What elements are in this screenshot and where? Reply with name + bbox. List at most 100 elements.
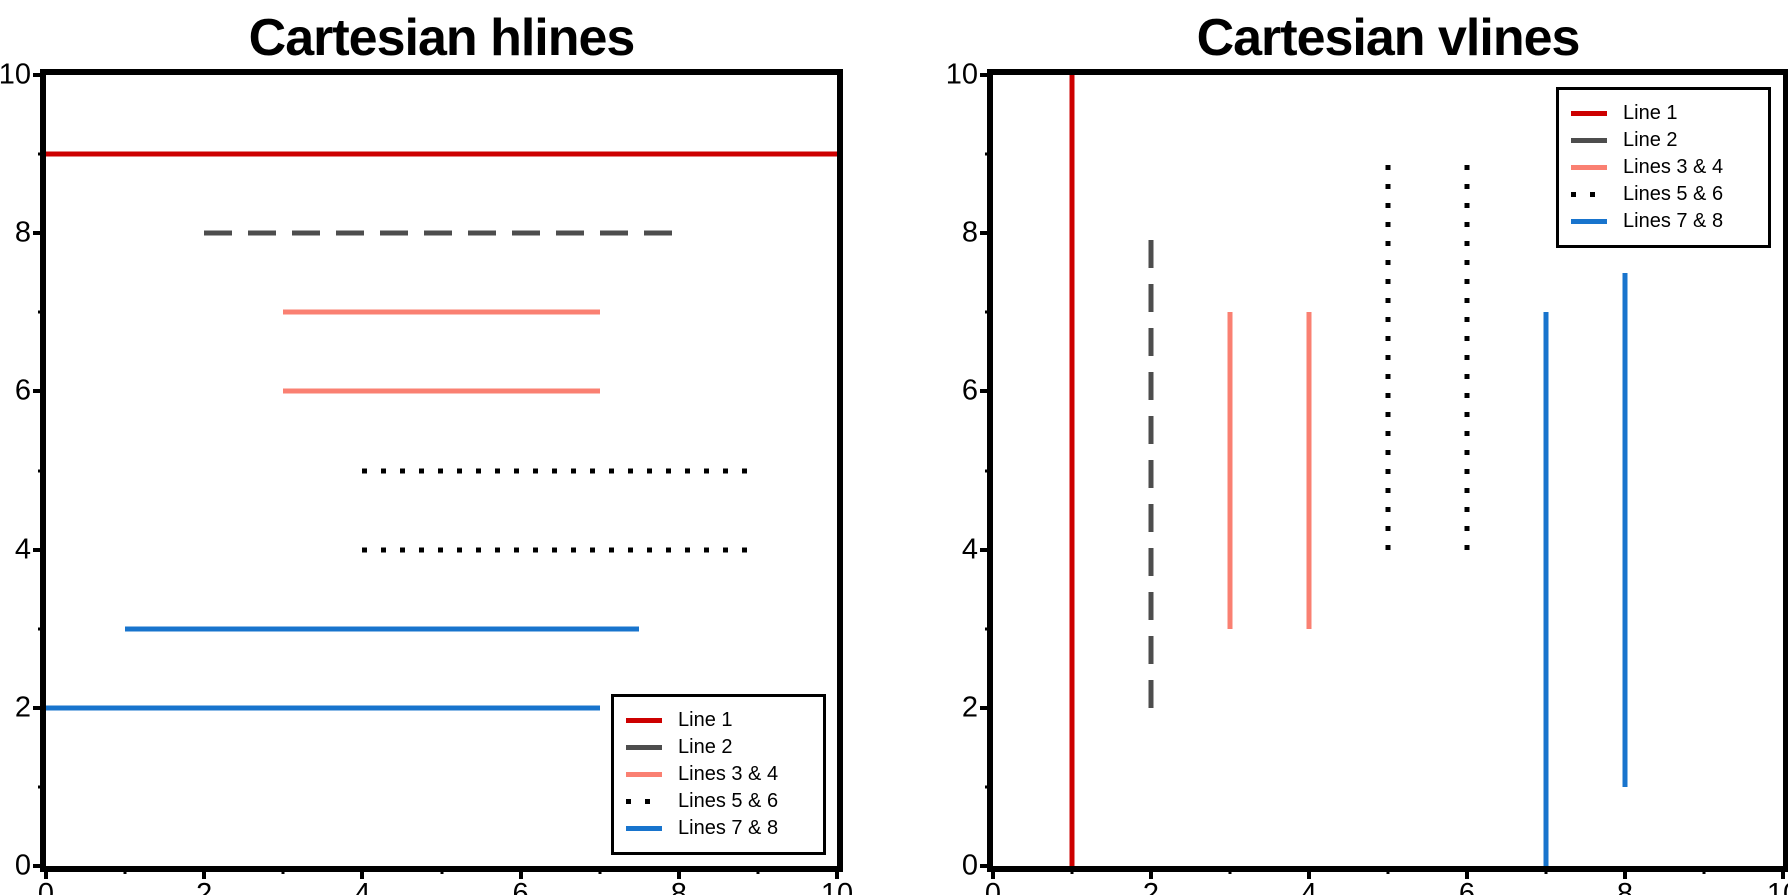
x-axis-minor-tick — [281, 866, 285, 874]
legend-row: Line 1 — [1571, 100, 1768, 127]
x-axis-major-tick — [202, 866, 207, 879]
hline-segment — [283, 388, 600, 394]
line-key-icon — [626, 718, 662, 723]
vline-segment — [1464, 154, 1470, 550]
vline-segment — [1385, 154, 1391, 550]
hline-segment — [125, 626, 640, 632]
y-axis-tick-label: 10 — [945, 58, 978, 91]
y-axis-major-tick — [33, 73, 46, 77]
line-key-icon — [626, 772, 662, 777]
x-axis-major-tick — [991, 866, 995, 879]
x-axis-tick-label: 10 — [820, 878, 854, 895]
vline-segment — [1543, 312, 1549, 866]
legend-label: Line 1 — [1623, 102, 1678, 124]
y-axis-minor-tick — [38, 310, 46, 314]
legend-label: Lines 7 & 8 — [678, 817, 779, 839]
line-key-icon — [1571, 111, 1607, 116]
y-axis-major-tick — [33, 231, 46, 236]
hline-segment — [283, 309, 600, 315]
line-key-icon — [626, 826, 662, 831]
y-axis-minor-tick — [985, 785, 993, 789]
x-axis-minor-tick — [1386, 866, 1390, 874]
x-axis-major-tick — [1149, 866, 1153, 879]
hlines-plot-title: Cartesian hlines — [248, 9, 636, 67]
x-axis-major-tick — [1623, 866, 1627, 879]
y-axis-minor-tick — [38, 152, 46, 156]
y-axis-tick-label: 0 — [14, 849, 31, 882]
line-key-icon — [626, 745, 662, 750]
y-axis-tick-label: 8 — [14, 216, 31, 249]
legend-label: Line 2 — [678, 736, 733, 758]
hline-segment — [46, 705, 600, 711]
legend-row: Line 2 — [1571, 127, 1768, 154]
x-axis-tick-label: 2 — [1142, 878, 1160, 895]
x-axis-major-tick — [676, 866, 681, 879]
y-axis-tick-label: 0 — [961, 849, 978, 882]
y-axis-tick-label: 2 — [14, 691, 31, 724]
line-key-icon — [1571, 165, 1607, 170]
x-axis-minor-tick — [1702, 866, 1706, 874]
y-axis-major-tick — [33, 389, 46, 394]
legend-label: Line 2 — [1623, 129, 1678, 151]
legend-row: Lines 7 & 8 — [1571, 208, 1768, 235]
x-axis-minor-tick — [1070, 866, 1074, 874]
y-axis-tick-label: 10 — [0, 58, 31, 91]
y-axis-major-tick — [980, 73, 993, 77]
dotted-line-key-icon — [1571, 192, 1607, 197]
y-axis-minor-tick — [985, 627, 993, 631]
y-axis-major-tick — [980, 389, 993, 394]
y-axis-minor-tick — [985, 152, 993, 156]
legend-label: Lines 7 & 8 — [1623, 210, 1724, 232]
x-axis-tick-label: 4 — [1300, 878, 1318, 895]
vline-segment — [1227, 312, 1233, 629]
x-axis-minor-tick — [756, 866, 760, 874]
legend-row: Lines 5 & 6 — [626, 788, 823, 815]
hline-segment — [46, 151, 837, 157]
legend-row: Lines 7 & 8 — [626, 815, 823, 842]
x-axis-major-tick — [44, 866, 48, 879]
x-axis-tick-label: 6 — [512, 878, 529, 895]
x-axis-minor-tick — [598, 866, 602, 874]
legend-label: Lines 5 & 6 — [678, 790, 779, 812]
legend-label: Lines 5 & 6 — [1623, 183, 1724, 205]
line-key-icon — [1571, 219, 1607, 224]
x-axis-tick-label: 0 — [984, 878, 1002, 895]
x-axis-tick-label: 0 — [37, 878, 55, 895]
x-axis-tick-label: 10 — [1766, 878, 1788, 895]
x-axis-major-tick — [360, 866, 365, 879]
vline-segment — [1069, 75, 1075, 866]
x-axis-major-tick — [835, 866, 839, 879]
y-axis-tick-label: 8 — [961, 216, 978, 249]
legend-label: Line 1 — [678, 709, 733, 731]
hline-segment — [362, 468, 758, 473]
legend-row: Line 1 — [626, 707, 823, 734]
vline-segment — [1622, 272, 1628, 787]
x-axis-tick-label: 8 — [1616, 878, 1634, 895]
x-axis-minor-tick — [1228, 866, 1232, 874]
y-axis-major-tick — [980, 705, 993, 710]
y-axis-minor-tick — [985, 469, 993, 472]
vline-segment — [1148, 233, 1154, 708]
x-axis-tick-label: 8 — [670, 878, 687, 895]
y-axis-major-tick — [33, 864, 46, 868]
x-axis-tick-label: 2 — [196, 878, 213, 895]
y-axis-major-tick — [980, 231, 993, 236]
legend-row: Lines 3 & 4 — [1571, 154, 1768, 181]
x-axis-major-tick — [1781, 866, 1785, 879]
x-axis-major-tick — [518, 866, 523, 879]
y-axis-major-tick — [33, 547, 46, 552]
legend-row: Line 2 — [626, 734, 823, 761]
vlines-plot-title: Cartesian vlines — [1196, 9, 1581, 67]
y-axis-tick-label: 4 — [961, 533, 978, 566]
line-key-icon — [1571, 138, 1607, 143]
x-axis-tick-label: 4 — [354, 878, 371, 895]
x-axis-major-tick — [1465, 866, 1469, 879]
y-axis-minor-tick — [985, 310, 993, 314]
legend-row: Lines 3 & 4 — [626, 761, 823, 788]
y-axis-major-tick — [980, 864, 993, 868]
y-axis-minor-tick — [38, 785, 46, 789]
x-axis-minor-tick — [1544, 866, 1548, 874]
